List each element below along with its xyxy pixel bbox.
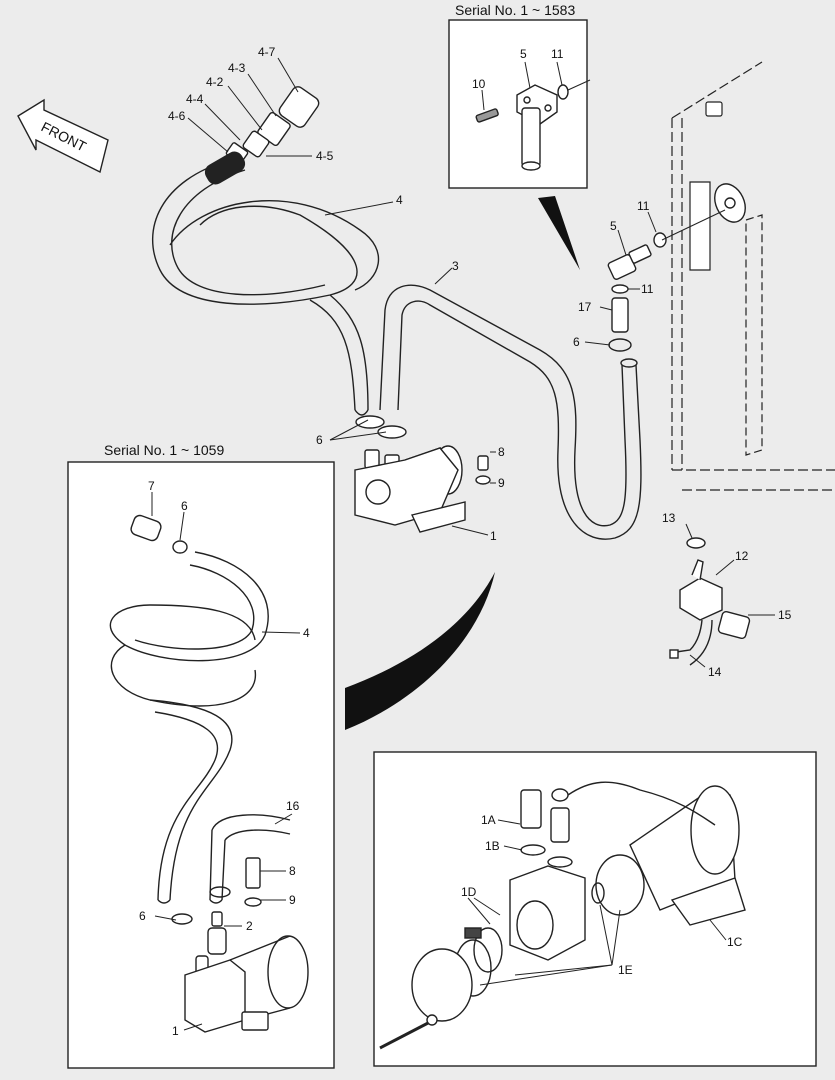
label-11-a: 11 [637,199,650,213]
switch-leaders [685,523,775,668]
coupling-leaders [187,57,312,157]
left-leaders [151,492,301,1031]
label-9: 9 [498,476,505,490]
label-17: 17 [578,300,592,314]
left-label-2: 2 [246,919,253,933]
switch-assembly [669,537,751,666]
label-4-main: 4 [396,193,403,207]
label-4-6: 4-6 [168,109,186,123]
right-fittings [607,232,667,352]
exploded-label-1E: 1E [618,963,633,977]
left-label-4: 4 [303,626,310,640]
label-4-7: 4-7 [258,45,276,59]
label-6-right: 6 [573,335,580,349]
pointer-wedge-center [345,572,495,730]
exploded-label-1A: 1A [481,813,496,827]
exploded-label-1D: 1D [461,885,477,899]
inset-label-5: 5 [520,47,527,61]
left-label-8: 8 [289,864,296,878]
inset-label-10: 10 [472,77,486,91]
label-4-3: 4-3 [228,61,246,75]
hydraulic-tank [671,61,835,491]
pointer-wedge-top [538,196,580,270]
exploded-leaders [467,819,727,986]
inset-box-left: Serial No. 1 ~ 1059 [67,442,335,1069]
serial-left-title: Serial No. 1 ~ 1059 [104,442,224,458]
serial-top-title: Serial No. 1 ~ 1583 [455,2,575,18]
label-1-center: 1 [490,529,497,543]
left-label-6-a: 6 [181,499,188,513]
label-11-b: 11 [641,282,654,296]
label-6-clamps: 6 [316,433,323,447]
left-label-9: 9 [289,893,296,907]
label-4-5: 4-5 [316,149,334,163]
pump-leaders [329,419,496,536]
exploded-label-1C: 1C [727,935,743,949]
inset-box-exploded: 1A 1B 1D 1C 1E [373,751,817,1067]
left-label-7: 7 [148,479,155,493]
left-hose-4 [109,551,291,904]
label-14: 14 [708,665,722,679]
label-3: 3 [452,259,459,273]
tank-flange [714,183,746,223]
label-5-right: 5 [610,219,617,233]
label-4-2: 4-2 [206,75,224,89]
pump-assembly [354,415,491,533]
left-label-1: 1 [172,1024,179,1038]
hose-coupling [204,86,320,185]
label-12: 12 [735,549,749,563]
right-leaders [584,211,657,346]
label-8: 8 [498,445,505,459]
inset-box-top: Serial No. 1 ~ 1583 5 11 10 [448,2,591,189]
inset-label-11: 11 [551,47,564,61]
label-4-4: 4-4 [186,92,204,106]
label-15: 15 [778,608,792,622]
hose-3 [379,284,642,540]
exploded-label-1B: 1B [485,839,500,853]
hose-4-coil [152,159,380,416]
left-label-16: 16 [286,799,300,813]
label-13: 13 [662,511,676,525]
left-label-6-b: 6 [139,909,146,923]
